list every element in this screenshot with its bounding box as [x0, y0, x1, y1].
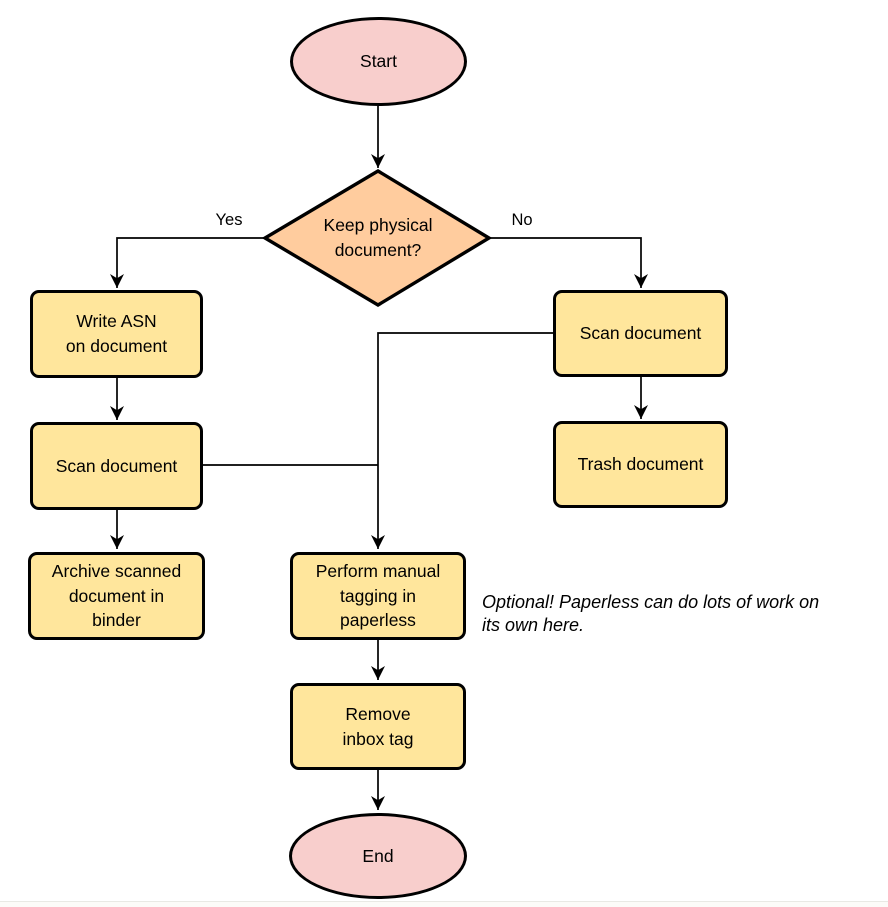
decision-diamond-shape	[261, 169, 493, 307]
edge-label-yes: Yes	[215, 211, 243, 229]
node-manual-tagging-label: Perform manual tagging in paperless	[315, 560, 441, 631]
node-scan-document-right-label: Scan document	[579, 323, 702, 344]
node-end: End	[289, 813, 467, 899]
edge-decision-no	[489, 237, 648, 288]
edge-scanright-to-tagging	[371, 332, 553, 549]
node-start: Start	[290, 17, 467, 106]
bottom-divider	[0, 901, 888, 902]
node-manual-tagging: Perform manual tagging in paperless	[290, 552, 466, 640]
annotation-note: Optional! Paperless can do lots of work …	[482, 592, 820, 636]
node-scan-document-right: Scan document	[553, 290, 728, 377]
node-write-asn: Write ASN on document	[30, 290, 203, 378]
edge-decision-yes	[110, 237, 265, 288]
edge-label-no: No	[511, 211, 533, 229]
node-remove-inbox-tag: Remove inbox tag	[290, 683, 466, 770]
node-remove-inbox-tag-label: Remove inbox tag	[342, 703, 414, 749]
node-archive-binder-label: Archive scanned document in binder	[51, 560, 182, 631]
node-decision: Keep physical document?	[283, 200, 473, 276]
bottom-margin-strip	[0, 902, 888, 907]
node-scan-document-left: Scan document	[30, 422, 203, 510]
node-decision-label: Keep physical document?	[323, 215, 433, 260]
node-archive-binder: Archive scanned document in binder	[28, 552, 205, 640]
node-write-asn-label: Write ASN on document	[65, 311, 168, 356]
node-end-label: End	[362, 845, 394, 866]
node-scan-document-left-label: Scan document	[55, 455, 178, 476]
node-trash-document-label: Trash document	[577, 454, 704, 475]
node-start-label: Start	[360, 51, 397, 72]
node-trash-document: Trash document	[553, 421, 728, 508]
